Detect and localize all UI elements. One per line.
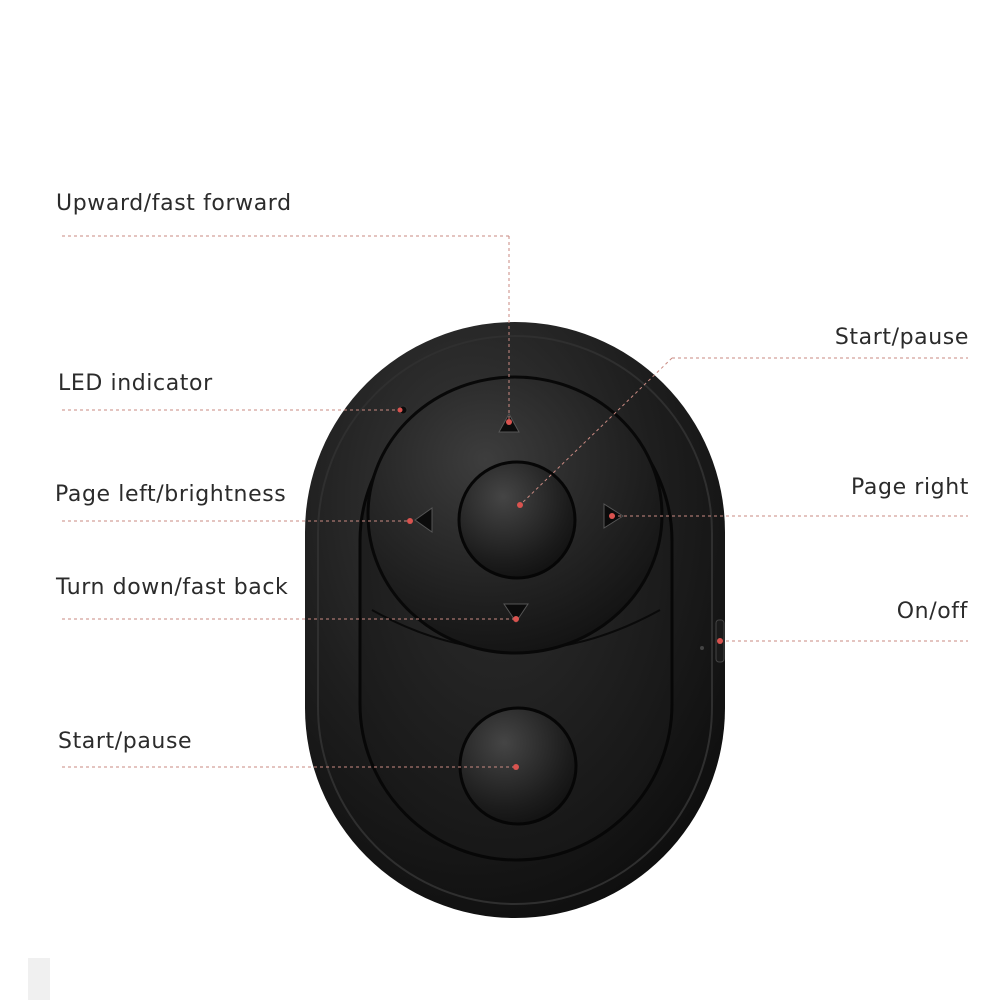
label-turn-down-fast-back: Turn down/fast back xyxy=(56,575,289,600)
marker-dot-page-left xyxy=(407,518,413,524)
marker-dot-page-right xyxy=(609,513,615,519)
remote-body-rim xyxy=(317,335,713,905)
corner-mark xyxy=(28,958,50,1000)
label-upward-fast-forward: Upward/fast forward xyxy=(56,191,292,216)
triangle-down-icon[interactable] xyxy=(503,603,529,623)
leader-line-start-pause-top-d xyxy=(519,357,673,506)
marker-dot-on-off xyxy=(717,638,723,644)
marker-dot-center xyxy=(517,502,523,508)
power-switch-dot xyxy=(700,646,704,650)
label-on-off: On/off xyxy=(896,599,968,624)
triangle-left-icon[interactable] xyxy=(414,507,433,533)
label-led-indicator: LED indicator xyxy=(58,371,213,396)
marker-dot-led xyxy=(397,407,403,413)
marker-dot-bottom xyxy=(513,764,519,770)
marker-dots xyxy=(397,407,723,770)
marker-dot-upward xyxy=(506,419,512,425)
label-page-right: Page right xyxy=(851,475,969,500)
label-start-pause-bottom: Start/pause xyxy=(58,729,193,754)
label-page-left-brightness: Page left/brightness xyxy=(55,482,287,507)
center-start-pause-button[interactable] xyxy=(457,460,577,580)
label-start-pause-top: Start/pause xyxy=(834,325,969,350)
leader-lines xyxy=(62,235,968,768)
marker-dot-turn-down xyxy=(513,616,519,622)
remote-device xyxy=(305,322,725,918)
